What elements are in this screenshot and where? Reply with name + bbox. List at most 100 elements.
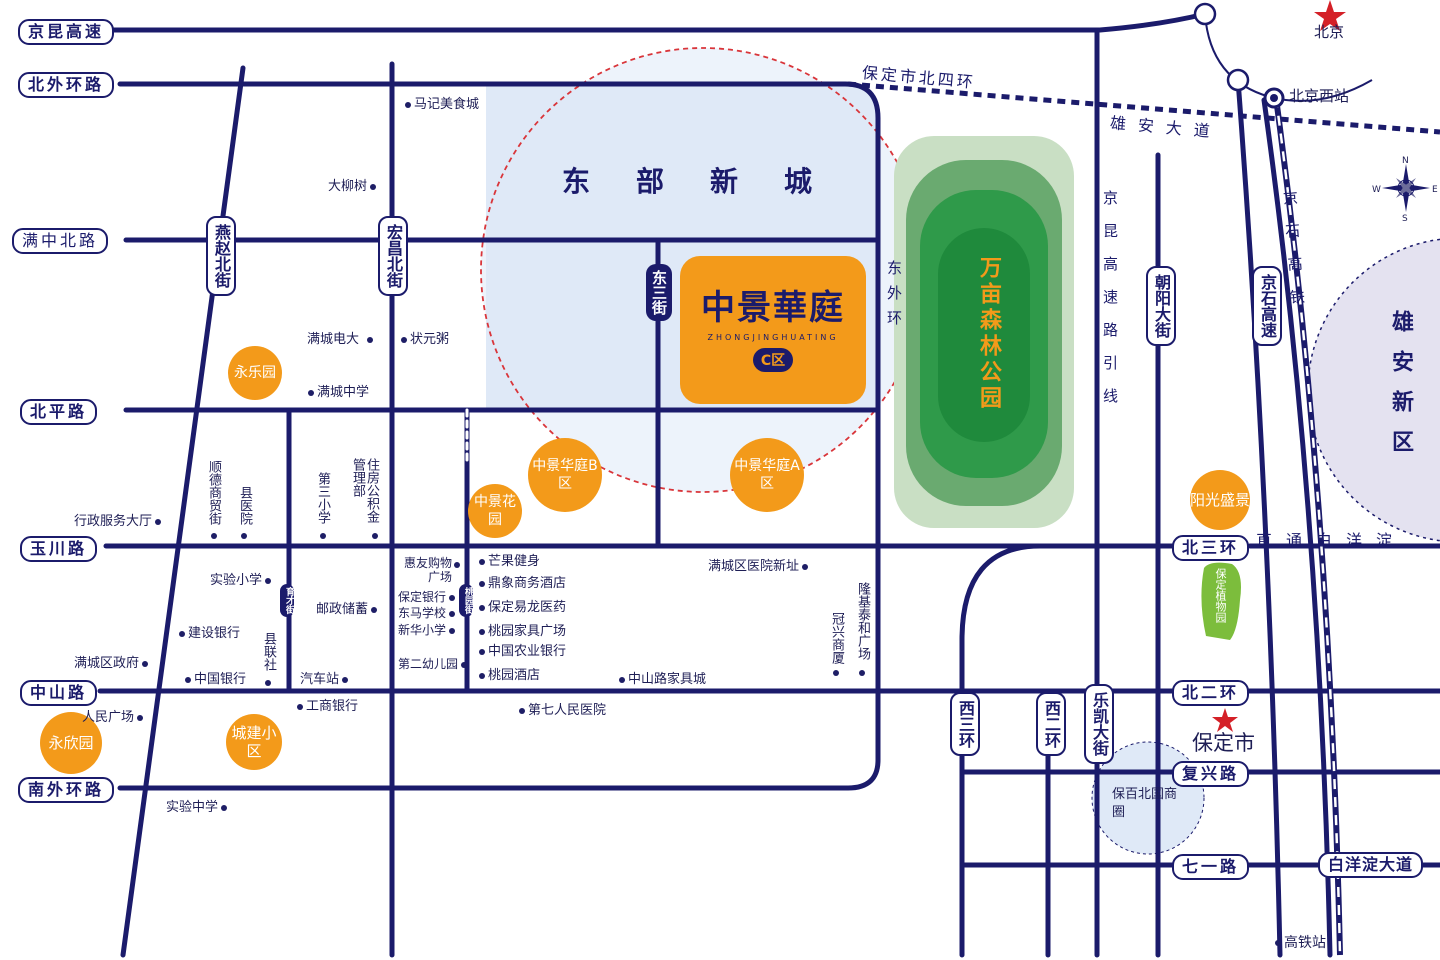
poi-dot bbox=[241, 533, 247, 539]
interchange-marker bbox=[1193, 2, 1217, 26]
road-yanzhaobei: 燕赵北街 bbox=[206, 216, 236, 296]
city-beijing: 北京 bbox=[1314, 23, 1345, 41]
poi-guanxing: 冠兴商厦 bbox=[829, 612, 844, 664]
road-beiping: 北平路 bbox=[20, 399, 98, 425]
baobai-label: 保百北国商圈 bbox=[1112, 787, 1178, 820]
poi-yongxin: 永欣园 bbox=[40, 712, 102, 774]
poi-dingxiang: 鼎象商务酒店 bbox=[476, 577, 566, 591]
poi-baoding-bank: 保定银行 bbox=[398, 590, 458, 604]
poi-shiyan-middle: 实验中学 bbox=[166, 801, 230, 815]
poi-mangguo: 芒果健身 bbox=[476, 555, 540, 569]
east-district-label: 东部新城 bbox=[562, 165, 859, 198]
road-taoyuan: 桃园街 bbox=[459, 584, 473, 617]
poi-dot bbox=[372, 533, 378, 539]
road-jingshi-highway: 京石高速 bbox=[1252, 266, 1282, 346]
poi-xinhua-school: 新华小学 bbox=[398, 623, 458, 637]
road-qiyi: 七一路 bbox=[1172, 854, 1250, 880]
road-beisan: 北三环 bbox=[1172, 535, 1250, 561]
poi-dot bbox=[833, 670, 839, 676]
poi-dot bbox=[859, 670, 865, 676]
poi-dot bbox=[454, 562, 460, 568]
road-jingkun-yinxian: 京昆高速路引线 bbox=[1101, 190, 1119, 421]
compass-e: E bbox=[1432, 185, 1438, 195]
poi-youzheng: 邮政储蓄 bbox=[316, 603, 380, 617]
road-yucai: 育才街 bbox=[280, 584, 294, 617]
poi-dot bbox=[211, 533, 217, 539]
poi-zhufang: 住房公积金管理部 bbox=[350, 458, 379, 523]
poi-dongma-school: 东马学校 bbox=[398, 606, 458, 620]
poi-chengjian: 城建小区 bbox=[226, 714, 282, 770]
poi-mancheng-gov: 满城区政府 bbox=[74, 657, 151, 671]
poi-longji: 隆基泰和广场 bbox=[855, 582, 870, 660]
compass-icon bbox=[1382, 164, 1430, 212]
xiongan-label: 雄安新区 bbox=[1388, 310, 1413, 470]
poi-jianshe-bank: 建设银行 bbox=[176, 627, 240, 641]
poi-mancheng-middle: 满城中学 bbox=[305, 386, 369, 400]
road-beiwaihuan: 北外环路 bbox=[18, 72, 115, 98]
baoding-star-icon bbox=[1212, 708, 1238, 732]
road-hongchangbei: 宏昌北街 bbox=[378, 216, 408, 296]
road-yuchuan: 玉川路 bbox=[20, 536, 98, 562]
poi-daliushu: 大柳树 bbox=[328, 180, 379, 194]
road-manzhongbei: 满中北路 bbox=[12, 228, 109, 254]
poi-taoyuan-hotel: 桃园酒店 bbox=[476, 669, 540, 683]
poi-gongshang-bank: 工商银行 bbox=[294, 700, 358, 714]
beijing-star-icon bbox=[1314, 0, 1346, 31]
poi-hospital-new: 满城区医院新址 bbox=[708, 560, 811, 574]
poi-zhongguo-bank: 中国银行 bbox=[182, 673, 246, 687]
compass-s: S bbox=[1402, 214, 1408, 224]
poi-shiyan-xiaoxue: 实验小学 bbox=[210, 574, 274, 588]
poi-xianlianshe: 县联社 bbox=[261, 632, 276, 671]
station-beijing-west: 北京西站 bbox=[1289, 87, 1350, 105]
road-zhongshan: 中山路 bbox=[20, 680, 98, 706]
poi-maji: 马记美食城 bbox=[402, 98, 479, 112]
poi-renmin-square: 人民广场 bbox=[82, 711, 146, 725]
poi-mancheng-power: 满城电大 bbox=[307, 333, 376, 347]
xiongan-area bbox=[1307, 238, 1440, 542]
road-dongsan: 东三街 bbox=[646, 264, 672, 321]
poi-dot bbox=[1275, 940, 1281, 946]
road-chaoyang: 朝阳大街 bbox=[1146, 266, 1176, 346]
jingkun-highway-line bbox=[107, 11, 1208, 33]
poi-kindergarten2: 第二幼儿园 bbox=[398, 657, 470, 671]
poi-zhongjing-garden: 中景花园 bbox=[468, 484, 522, 538]
road-fuxing: 复兴路 bbox=[1172, 761, 1250, 787]
poi-qichezhan: 汽车站 bbox=[300, 673, 351, 687]
city-baoding: 保定市 bbox=[1192, 731, 1255, 755]
poi-hospital7: 第七人民医院 bbox=[516, 704, 606, 718]
road-zhitong: 直通白洋淀 bbox=[1256, 531, 1407, 550]
road-jingkun: 京昆高速 bbox=[18, 19, 115, 45]
poi-dot bbox=[320, 533, 326, 539]
poi-yilong: 保定易龙医药 bbox=[476, 601, 566, 615]
road-dongwaihuan: 东外环 bbox=[885, 260, 903, 335]
project-zone-badge: C区 bbox=[752, 348, 794, 372]
project-pinyin: ZHONGJINGHUATING bbox=[707, 333, 839, 342]
interchange-marker bbox=[1226, 68, 1250, 92]
compass-n: N bbox=[1402, 156, 1409, 166]
botanical-garden-shape bbox=[1201, 562, 1241, 640]
poi-dot bbox=[265, 680, 271, 686]
road-beier: 北二环 bbox=[1172, 680, 1250, 706]
poi-shunde: 顺德商贸街 bbox=[206, 460, 221, 525]
project-name: 中景華庭 bbox=[701, 288, 845, 328]
poi-zhuangyuan: 状元粥 bbox=[398, 333, 449, 347]
poi-taoyuan-furniture: 桃园家具广场 bbox=[476, 625, 566, 639]
project-c-zone: 中景華庭 ZHONGJINGHUATING C区 bbox=[680, 256, 866, 404]
compass-w: W bbox=[1372, 185, 1381, 195]
poi-yangguang: 阳光盛景 bbox=[1190, 470, 1250, 530]
forest-park-label: 万亩森林公园 bbox=[976, 256, 1001, 412]
hsr-station: 高铁站 bbox=[1272, 936, 1326, 950]
road-xisan: 西三环 bbox=[950, 692, 980, 756]
poi-huiyou: 惠友购物广场 bbox=[403, 556, 452, 584]
poi-disan-xiaoxue: 第三小学 bbox=[315, 472, 330, 524]
poi-agri-bank: 中国农业银行 bbox=[476, 645, 566, 659]
road-xier: 西二环 bbox=[1036, 692, 1066, 756]
park-center bbox=[938, 228, 1030, 442]
poi-yongle: 永乐园 bbox=[228, 346, 282, 400]
poi-xingzheng: 行政服务大厅 bbox=[74, 515, 164, 529]
road-baiyangdian: 白洋淀大道 bbox=[1318, 852, 1424, 878]
poi-zhongshan-furniture: 中山路家具城 bbox=[616, 673, 706, 687]
poi-xianyiyuan: 县医院 bbox=[237, 486, 252, 525]
road-nanwaihuan: 南外环路 bbox=[18, 777, 115, 803]
